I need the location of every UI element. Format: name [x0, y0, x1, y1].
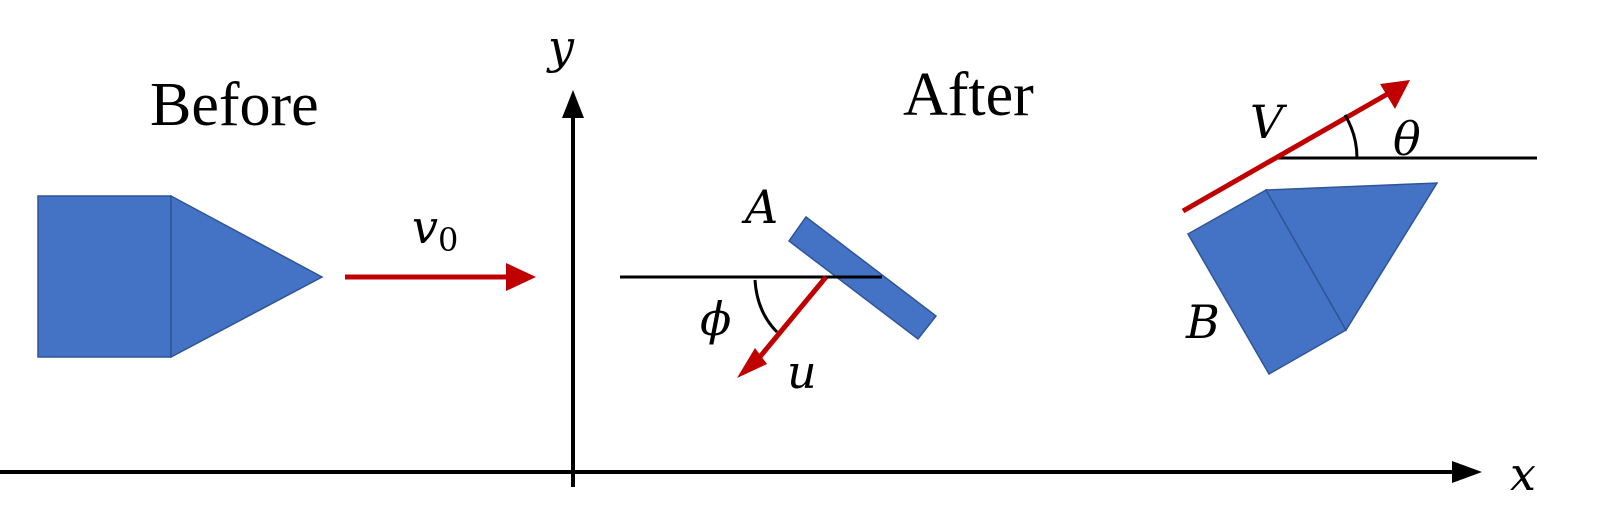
y-axis-label: y: [546, 20, 575, 74]
projectile-before: [37, 194, 324, 359]
phi-label: ϕ: [700, 292, 731, 346]
v0-label: v0: [412, 200, 458, 259]
v0-arrowhead: [506, 263, 536, 291]
fragment-b-group: B V θ: [1181, 80, 1537, 376]
u-arrowhead: [737, 348, 767, 378]
projectile-body: [37, 195, 172, 358]
u-arrow-shaft: [752, 275, 828, 366]
V-arrowhead: [1380, 80, 1410, 109]
theta-label: θ: [1393, 112, 1421, 166]
V-arrow-shaft: [1181, 89, 1393, 214]
u-label: u: [787, 345, 817, 399]
initial-velocity: v0: [345, 200, 536, 291]
y-axis-arrowhead: [562, 90, 584, 118]
fragment-b-label: B: [1185, 295, 1220, 349]
theta-angle-arc: [1343, 114, 1359, 159]
phi-angle-arc: [753, 279, 779, 334]
x-axis-arrowhead: [1452, 461, 1482, 483]
after-heading: After: [903, 61, 1034, 129]
V-label: V: [1250, 95, 1288, 149]
axes: y x: [0, 20, 1536, 501]
fragment-a-label: A: [741, 180, 778, 234]
x-axis-label: x: [1510, 447, 1536, 501]
projectile-nose: [170, 194, 324, 359]
before-heading: Before: [150, 71, 319, 139]
fragment-a-group: A ϕ u: [620, 180, 938, 399]
fragment-b-nose: [1264, 182, 1439, 332]
